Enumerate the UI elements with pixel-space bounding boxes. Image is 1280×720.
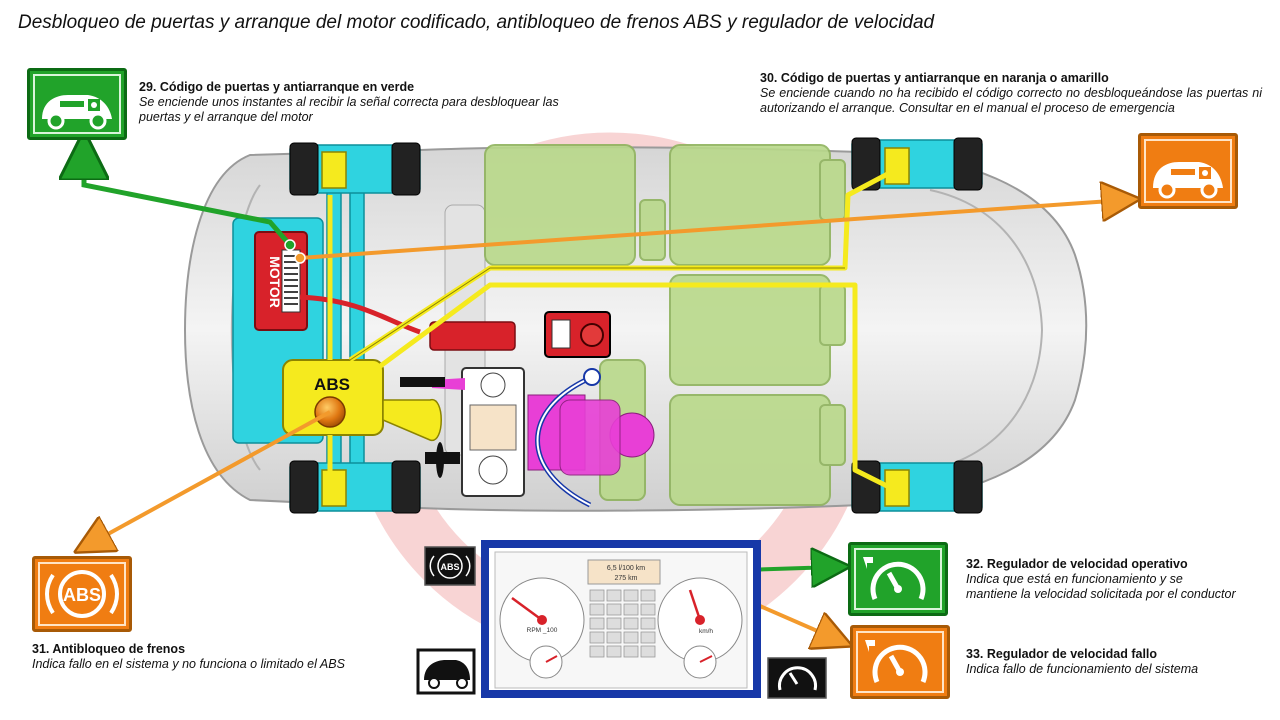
kmh-label: km/h (699, 628, 713, 635)
lamp-33-cruise-fault (850, 625, 950, 699)
caption-32-heading: 32. Regulador de velocidad operativo (966, 557, 1188, 571)
cruise-control-icon (854, 548, 942, 610)
ignition-immobilizer (299, 294, 611, 358)
motor-block: MOTOR (254, 231, 308, 331)
abs-unit: ABS (282, 359, 442, 441)
display-line2: 275 km (615, 575, 638, 582)
small-abs-lamp: ABS (424, 546, 476, 586)
caption-29: 29. Código de puertas y antiarranque en … (139, 80, 584, 125)
caption-29-heading: 29. Código de puertas y antiarranque en … (139, 80, 415, 94)
arrow-to-lamp-30 (294, 200, 1125, 264)
lamp-30-orange-immobilizer (1138, 133, 1238, 209)
page-title: Desbloqueo de puertas y arranque del mot… (18, 12, 935, 33)
caption-32-desc: Indica que está en funcionamiento y se m… (966, 572, 1236, 601)
lamp-29-green-immobilizer (27, 68, 127, 140)
small-abs-label: ABS (440, 562, 459, 572)
lamp-31-abs: ABS (32, 556, 132, 632)
display-line1: 6,5 l/100 km (607, 565, 645, 572)
motor-label: MOTOR (267, 256, 283, 308)
caption-32: 32. Regulador de velocidad operativo Ind… (966, 557, 1236, 602)
cruise-control-icon (856, 631, 944, 693)
arrow-to-lamp-31 (88, 410, 331, 545)
instrument-cluster-panel: RPM _100 km/h 6,5 l/100 km 275 km (481, 540, 761, 698)
caption-30-desc: Se enciende cuando no ha recibido el cód… (760, 86, 1262, 115)
arrow-to-lamp-29 (84, 150, 296, 251)
caption-33-heading: 33. Regulador de velocidad fallo (966, 647, 1158, 661)
abs-warning-icon: ABS (38, 562, 126, 626)
rpm-label: RPM _100 (527, 627, 558, 634)
caption-33-desc: Indica fallo de funcionamiento del siste… (966, 662, 1199, 676)
caption-30-heading: 30. Código de puertas y antiarranque en … (760, 71, 1109, 85)
small-immobilizer-lamp (416, 648, 476, 695)
immobilizer-key-car-icon (33, 74, 121, 134)
dashboard-cluster (400, 367, 655, 508)
caption-31: 31. Antibloqueo de frenos Indica fallo e… (32, 642, 412, 672)
caption-29-desc: Se enciende unos instantes al recibir la… (139, 95, 559, 124)
lamp-32-cruise-operative (848, 542, 948, 616)
lamp-abs-label: ABS (63, 585, 101, 605)
caption-31-heading: 31. Antibloqueo de frenos (32, 642, 186, 656)
immobilizer-key-car-icon (1144, 139, 1232, 203)
small-cruise-lamp (767, 657, 827, 699)
seats (484, 144, 846, 506)
abs-unit-label: ABS (314, 375, 350, 394)
caption-33: 33. Regulador de velocidad fallo Indica … (966, 647, 1246, 677)
caption-30: 30. Código de puertas y antiarranque en … (760, 71, 1262, 116)
caption-31-desc: Indica fallo en el sistema y no funciona… (32, 657, 345, 671)
